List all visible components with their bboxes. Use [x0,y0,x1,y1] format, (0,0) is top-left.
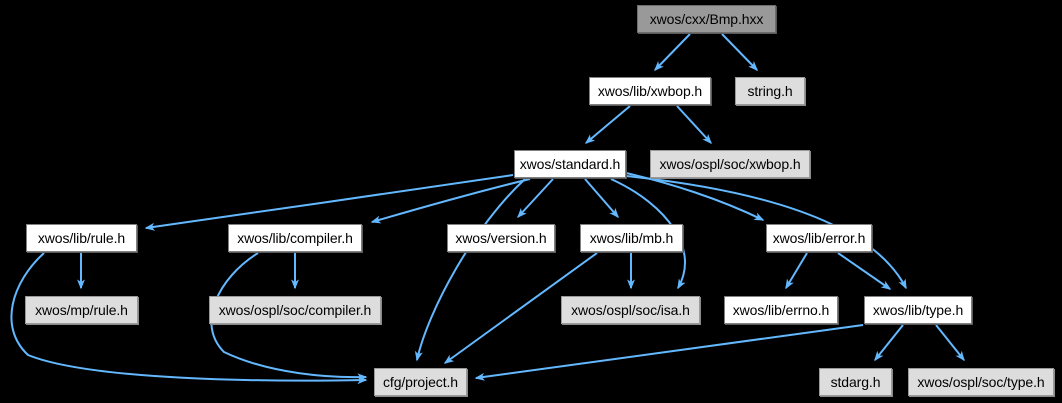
node-xwos-ospl-soc-compiler-h[interactable]: xwos/ospl/soc/compiler.h [209,296,381,324]
edge-standard-type [625,175,907,290]
edge-standard-error [625,172,765,221]
node-label: xwos/standard.h [519,156,621,172]
node-label: xwos/lib/rule.h [37,230,126,246]
node-stdarg-h[interactable]: stdarg.h [819,368,892,396]
node-label: xwos/ospl/soc/xwbop.h [659,156,801,172]
node-label: xwos/version.h [455,230,547,246]
edge-compiler-project [210,252,368,382]
edge-rule-project [10,252,368,385]
node-label: xwos/lib/xwbop.h [597,83,703,99]
edge-standard-rule [144,174,514,231]
edge-bmp-xwbop [654,33,691,72]
node-label: xwos/lib/type.h [872,302,964,318]
node-xwos-lib-xwbop-h[interactable]: xwos/lib/xwbop.h [589,77,711,105]
edge-standard-compiler [370,178,531,224]
edge-standard-version [517,178,554,219]
edge-mb-project [443,252,598,364]
node-label: xwos/lib/compiler.h [237,230,353,246]
edge-type-stdarg [874,324,904,362]
node-label: xwos/ospl/soc/compiler.h [218,302,372,318]
edge-standard-project [414,178,526,362]
node-xwos-lib-mb-h[interactable]: xwos/lib/mb.h [580,224,683,252]
node-label: xwos/lib/errno.h [732,302,830,318]
node-label: xwos/ospl/soc/isa.h [571,302,690,318]
edge-xwbop-socxwbop [676,105,712,145]
node-xwos-lib-type-h[interactable]: xwos/lib/type.h [864,296,972,324]
edge-standard-mb [584,178,619,219]
edge-type-soctype [935,324,965,362]
node-xwos-ospl-soc-type-h[interactable]: xwos/ospl/soc/type.h [908,368,1054,396]
node-xwos-version-h[interactable]: xwos/version.h [447,224,555,252]
node-xwos-lib-rule-h[interactable]: xwos/lib/rule.h [26,224,137,252]
node-label: xwos/cxx/Bmp.hxx [649,11,764,27]
edge-error-type [837,252,892,290]
node-label: xwos/lib/error.h [772,230,866,246]
node-label: stdarg.h [830,374,881,390]
node-label: cfg/project.h [383,374,458,390]
node-xwos-cxx-bmp-hxx[interactable]: xwos/cxx/Bmp.hxx [637,5,776,33]
node-string-h[interactable]: string.h [735,77,805,105]
node-cfg-project-h[interactable]: cfg/project.h [374,368,467,396]
node-label: xwos/ospl/soc/type.h [917,374,1045,390]
node-xwos-ospl-soc-isa-h[interactable]: xwos/ospl/soc/isa.h [561,296,700,324]
edge-xwbop-standard [584,105,631,144]
node-xwos-lib-errno-h[interactable]: xwos/lib/errno.h [724,296,838,324]
node-xwos-lib-compiler-h[interactable]: xwos/lib/compiler.h [228,224,362,252]
node-label: string.h [747,83,793,99]
node-xwos-standard-h[interactable]: xwos/standard.h [514,150,626,178]
edge-error-errno [785,252,808,290]
edge-type-project [474,324,864,381]
edge-bmp-string [721,33,758,72]
node-xwos-ospl-soc-xwbop-h[interactable]: xwos/ospl/soc/xwbop.h [650,150,810,178]
node-label: xwos/lib/mb.h [589,230,674,246]
node-xwos-lib-error-h[interactable]: xwos/lib/error.h [766,224,872,252]
node-label: xwos/mp/rule.h [35,302,128,318]
node-xwos-mp-rule-h[interactable]: xwos/mp/rule.h [25,296,138,324]
